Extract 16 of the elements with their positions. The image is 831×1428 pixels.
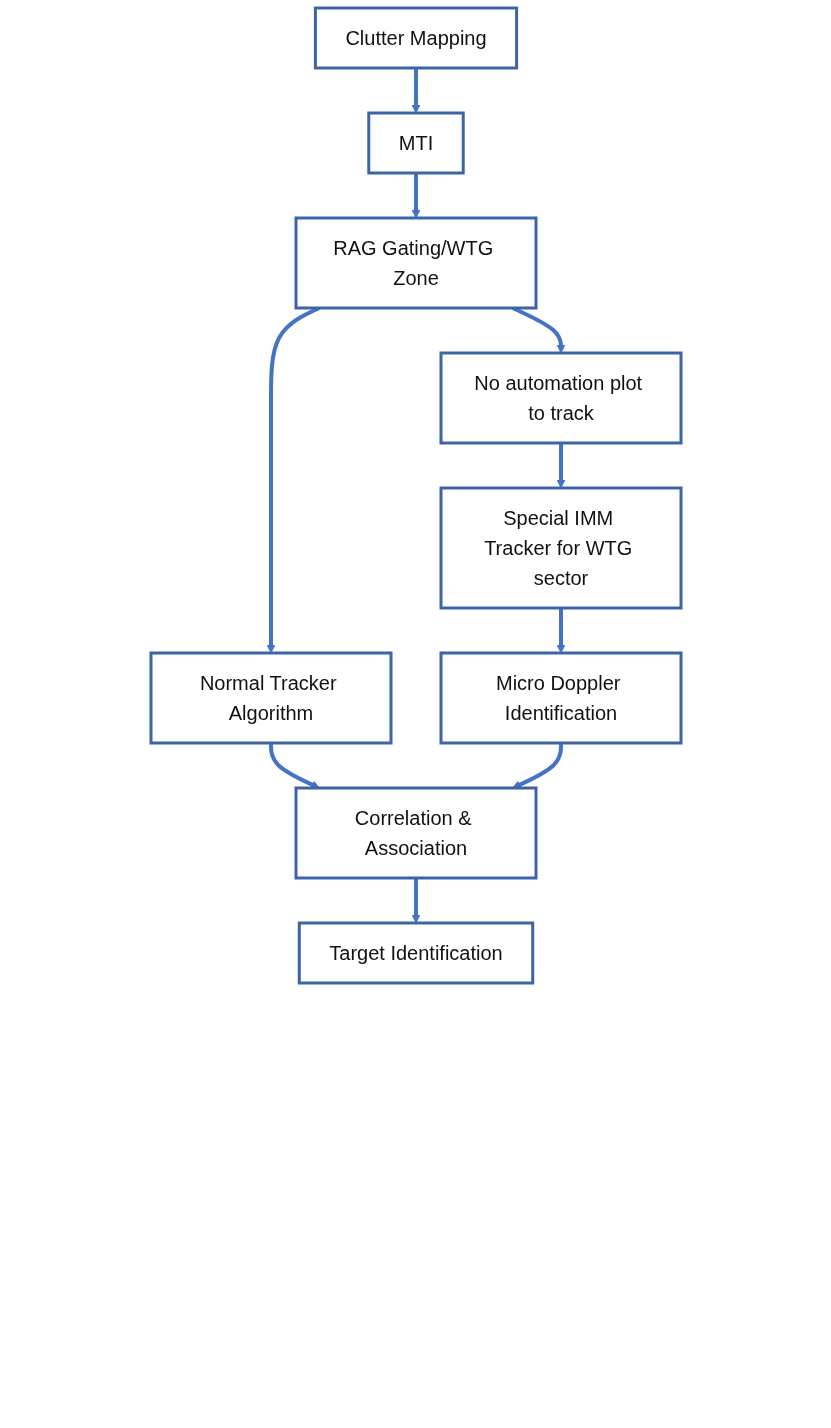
arrow xyxy=(411,878,420,924)
node-box: Special IMM Tracker for WTG sector xyxy=(439,486,682,610)
arrow xyxy=(556,443,565,489)
node-box: Correlation & Association xyxy=(294,786,537,880)
node-box: MTI xyxy=(366,111,465,175)
node-box: Normal Tracker Algorithm xyxy=(149,651,392,745)
arrow xyxy=(411,173,420,219)
node-box: Target Identification xyxy=(297,921,534,985)
node-box: Clutter Mapping xyxy=(313,6,518,70)
arrow xyxy=(511,743,563,789)
arrow xyxy=(556,608,565,654)
arrow xyxy=(411,68,420,114)
node-box: Micro Doppler Identification xyxy=(439,651,682,745)
node-box: No automation plot to track xyxy=(439,351,682,445)
arrow xyxy=(268,743,320,789)
node-box: RAG Gating/WTG Zone xyxy=(294,216,537,310)
